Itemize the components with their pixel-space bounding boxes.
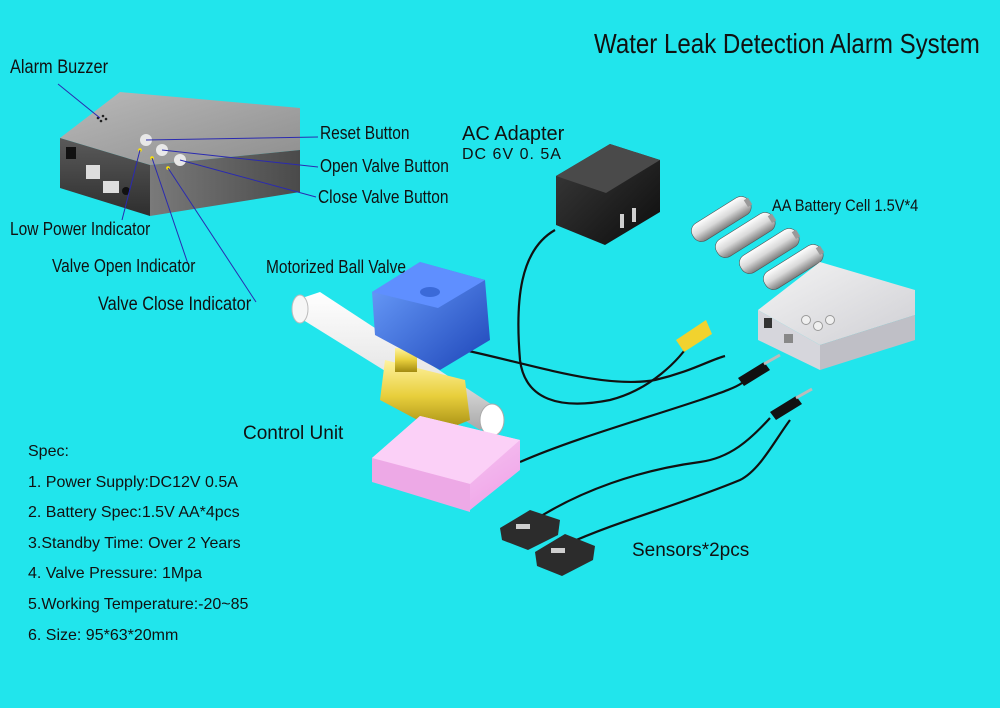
label-low-power-indicator: Low Power Indicator xyxy=(10,219,151,239)
control-box-white xyxy=(758,262,915,370)
label-close-valve-button: Close Valve Button xyxy=(318,187,449,207)
label-ac-adapter: AC Adapter xyxy=(462,123,565,145)
label-ac-adapter-spec: DC 6V 0. 5A xyxy=(462,146,562,163)
spec-list: Spec: 1. Power Supply:DC12V 0.5A 2. Batt… xyxy=(28,443,248,657)
spec-item: 4. Valve Pressure: 1Mpa xyxy=(28,565,203,583)
label-valve-open-indicator: Valve Open Indicator xyxy=(52,256,196,276)
control-unit-pink xyxy=(372,416,520,512)
spec-item: 6. Size: 95*63*20mm xyxy=(28,626,179,644)
aa-batteries xyxy=(691,196,825,290)
spec-item: 5.Working Temperature:-20~85 xyxy=(28,595,249,613)
spec-item: 3.Standby Time: Over 2 Years xyxy=(28,534,241,552)
motorized-ball-valve xyxy=(291,262,505,437)
control-box-dark xyxy=(60,92,300,216)
spec-title: Spec: xyxy=(28,443,69,460)
spec-item: 1. Power Supply:DC12V 0.5A xyxy=(28,473,238,491)
sensor-probes xyxy=(500,510,595,576)
leader-lines xyxy=(57,83,319,303)
jack-plugs xyxy=(738,353,813,420)
label-control-unit: Control Unit xyxy=(243,423,344,444)
label-alarm-buzzer: Alarm Buzzer xyxy=(10,57,109,78)
cables xyxy=(439,229,791,547)
label-aa-battery: AA Battery Cell 1.5V*4 xyxy=(772,196,919,215)
label-sensors: Sensors*2pcs xyxy=(632,540,750,561)
label-open-valve-button: Open Valve Button xyxy=(320,156,449,176)
label-reset-button: Reset Button xyxy=(320,123,410,143)
spec-item: 2. Battery Spec:1.5V AA*4pcs xyxy=(28,504,240,522)
label-motorized-ball-valve: Motorized Ball Valve xyxy=(266,257,406,277)
ac-adapter xyxy=(556,144,712,352)
diagram-title: Water Leak Detection Alarm System xyxy=(594,28,980,59)
label-valve-close-indicator: Valve Close Indicator xyxy=(98,294,252,315)
